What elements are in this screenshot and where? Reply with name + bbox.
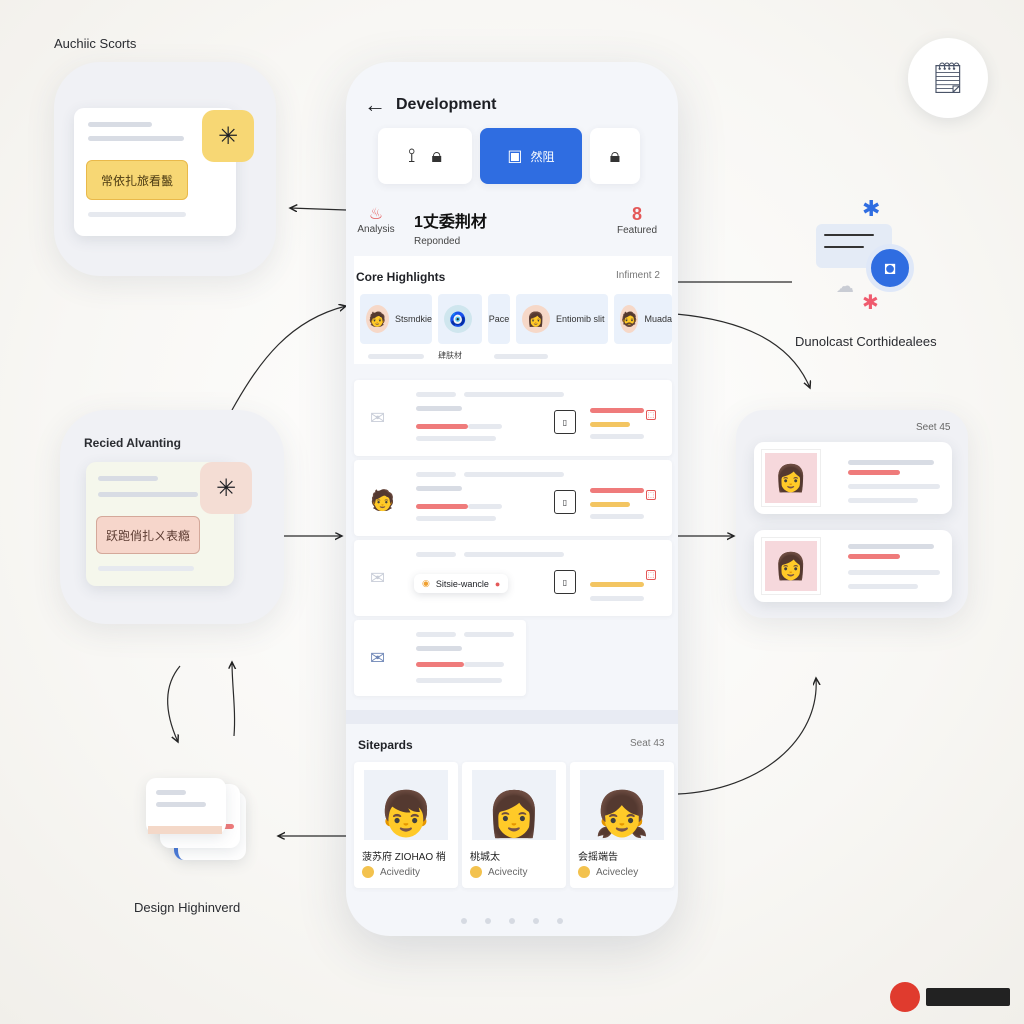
person-card[interactable]: 👩 桃城太 Acivecity [462, 762, 566, 888]
mail-icon: ✉ [370, 648, 386, 668]
gear-icon: ✳ [200, 462, 252, 514]
badge-icon: ◉ [422, 578, 430, 588]
mail-icon: ✉ [370, 568, 386, 588]
highlight-chip[interactable]: 🧔Muada [614, 294, 672, 344]
back-arrow-icon[interactable]: ← [364, 92, 386, 117]
shield-icon: ◘ [866, 244, 914, 292]
person-name: 菠苏府 ZIOHAO 梢 [362, 852, 446, 863]
gear-icon: ✳ [202, 110, 254, 162]
doc-icon[interactable]: ▯ [554, 570, 576, 594]
right-panel: Seet 45 👩 👩 [736, 410, 968, 618]
avatar: 👩 [762, 450, 820, 506]
right-row-1[interactable]: 👩 [754, 442, 952, 514]
right-panel-meta: Seet 45 [916, 422, 951, 433]
activity-icon [578, 866, 590, 878]
section-meta: Infiment 2 [616, 270, 660, 281]
star-icon: ✱ [862, 196, 881, 221]
document-icon[interactable]: 🗒 [908, 38, 988, 118]
tile-lock[interactable]: 🔒︎ [590, 128, 640, 184]
mid-left-pill: 跃跑俏扎ㄨ表瘾 [96, 516, 200, 554]
tile-active-label: 然阻 [530, 149, 555, 164]
tile-active[interactable]: ▣ 然阻 [480, 128, 582, 184]
tools-icon: ⟟ [407, 144, 416, 167]
top-left-pill: 常依扎旅看鬣 [86, 160, 188, 200]
avatar: 👦 [364, 770, 448, 840]
person-card[interactable]: 👧 会摇端告 Acivecley [570, 762, 674, 888]
section-title: Core Highlights [356, 270, 446, 284]
mid-left-label: Recied Alvanting [84, 436, 181, 450]
person-card[interactable]: 👦 菠苏府 ZIOHAO 梢 Acivedity [354, 762, 458, 888]
list-row[interactable]: ✉ [354, 620, 526, 696]
doc-icon[interactable]: ▯ [554, 410, 576, 434]
avatar: 👩 [762, 538, 820, 594]
stat-label: Reponded [414, 236, 461, 247]
mid-left-card[interactable]: 跃跑俏扎ㄨ表瘾 [86, 462, 234, 586]
activity-icon [362, 866, 374, 878]
page-title: Development [396, 96, 497, 113]
flame-icon: ♨ [368, 206, 384, 223]
avatar: 👧 [580, 770, 664, 840]
stat-label: Featured [616, 225, 658, 236]
list-row[interactable]: 🧑 ▯ ⬚ [354, 460, 672, 536]
highlight-chip[interactable]: 🧑Stsmdkie [360, 294, 432, 344]
top-left-label: Auchiic Scorts [54, 36, 137, 51]
close-icon[interactable]: ● [494, 578, 501, 589]
core-caption: 肆肤材 [438, 351, 462, 360]
person-name: 会摇端告 [578, 852, 618, 863]
lock-icon: 🔒︎ [431, 144, 443, 167]
top-left-bubble: 常依扎旅看鬣 ✳ [54, 62, 276, 276]
person-icon: 🧑 [370, 490, 395, 512]
stat-value: 1丈委荆材 [414, 214, 487, 231]
person-activity: Acivecley [578, 866, 638, 878]
right-cluster: ✱ ◘ ✱ ☁ [810, 196, 934, 314]
stat-value: 8 [631, 204, 642, 224]
person-activity: Acivedity [362, 866, 420, 878]
avatar: 👩 [472, 770, 556, 840]
page-indicator[interactable] [346, 918, 678, 924]
asterisk-icon: ✱ [862, 292, 879, 314]
list-row[interactable]: ✉ ◉ Sitsie-wancle ● ▯ ⬚ [354, 540, 672, 616]
flag-icon[interactable]: ⬚ [646, 570, 656, 580]
right-top-label: Dunolcast Corthidealees [795, 334, 937, 349]
logo-watermark [890, 982, 1010, 1012]
mail-icon: ✉ [370, 408, 386, 428]
list-row[interactable]: ✉ ▯ ⬚ [354, 380, 672, 456]
person-name: 桃城太 [470, 852, 500, 863]
logo-icon [890, 982, 920, 1012]
section-title: Sitepards [358, 738, 413, 752]
bottom-left-label: Design Highinverd [134, 900, 241, 915]
flag-icon[interactable]: ⬚ [646, 490, 656, 500]
activity-icon [470, 866, 482, 878]
person-activity: Acivecity [470, 866, 527, 878]
badge-label: Sitsie-wancle [435, 578, 489, 589]
highlight-chip[interactable]: 🧿 [438, 294, 482, 344]
core-highlights: Core Highlights Infiment 2 🧑Stsmdkie 🧿 P… [354, 256, 672, 364]
phone-mockup: ← Development ⟟ 🔒︎ ▣ 然阻 🔒︎ ♨ Analysis 1丈… [346, 62, 678, 936]
logo-wordmark [926, 988, 1010, 1006]
section-meta: Seat 43 [630, 738, 665, 749]
stat-featured: 8 Featured [612, 204, 662, 236]
right-row-2[interactable]: 👩 [754, 530, 952, 602]
cloud-icon: ☁ [836, 276, 854, 296]
lock-icon: 🔒︎ [609, 144, 621, 167]
mid-left-bubble: Recied Alvanting 跃跑俏扎ㄨ表瘾 ✳ [60, 410, 284, 624]
status-badge[interactable]: ◉ Sitsie-wancle ● [414, 574, 509, 593]
stat-label: Analysis [357, 224, 395, 235]
highlight-chip[interactable]: 👩Entiomib slit [516, 294, 608, 344]
stat-analysis: ♨ Analysis [356, 204, 396, 235]
inbox-icon: ▣ [507, 148, 523, 165]
doc-icon[interactable]: ▯ [554, 490, 576, 514]
stat-responded: 1丈委荆材 Reponded [414, 208, 487, 247]
header: ← Development [364, 92, 496, 118]
doc-stack-icon [146, 778, 252, 862]
flag-icon[interactable]: ⬚ [646, 410, 656, 420]
tile-tools[interactable]: ⟟ 🔒︎ [378, 128, 472, 184]
highlight-chip[interactable]: Pace [488, 294, 510, 344]
